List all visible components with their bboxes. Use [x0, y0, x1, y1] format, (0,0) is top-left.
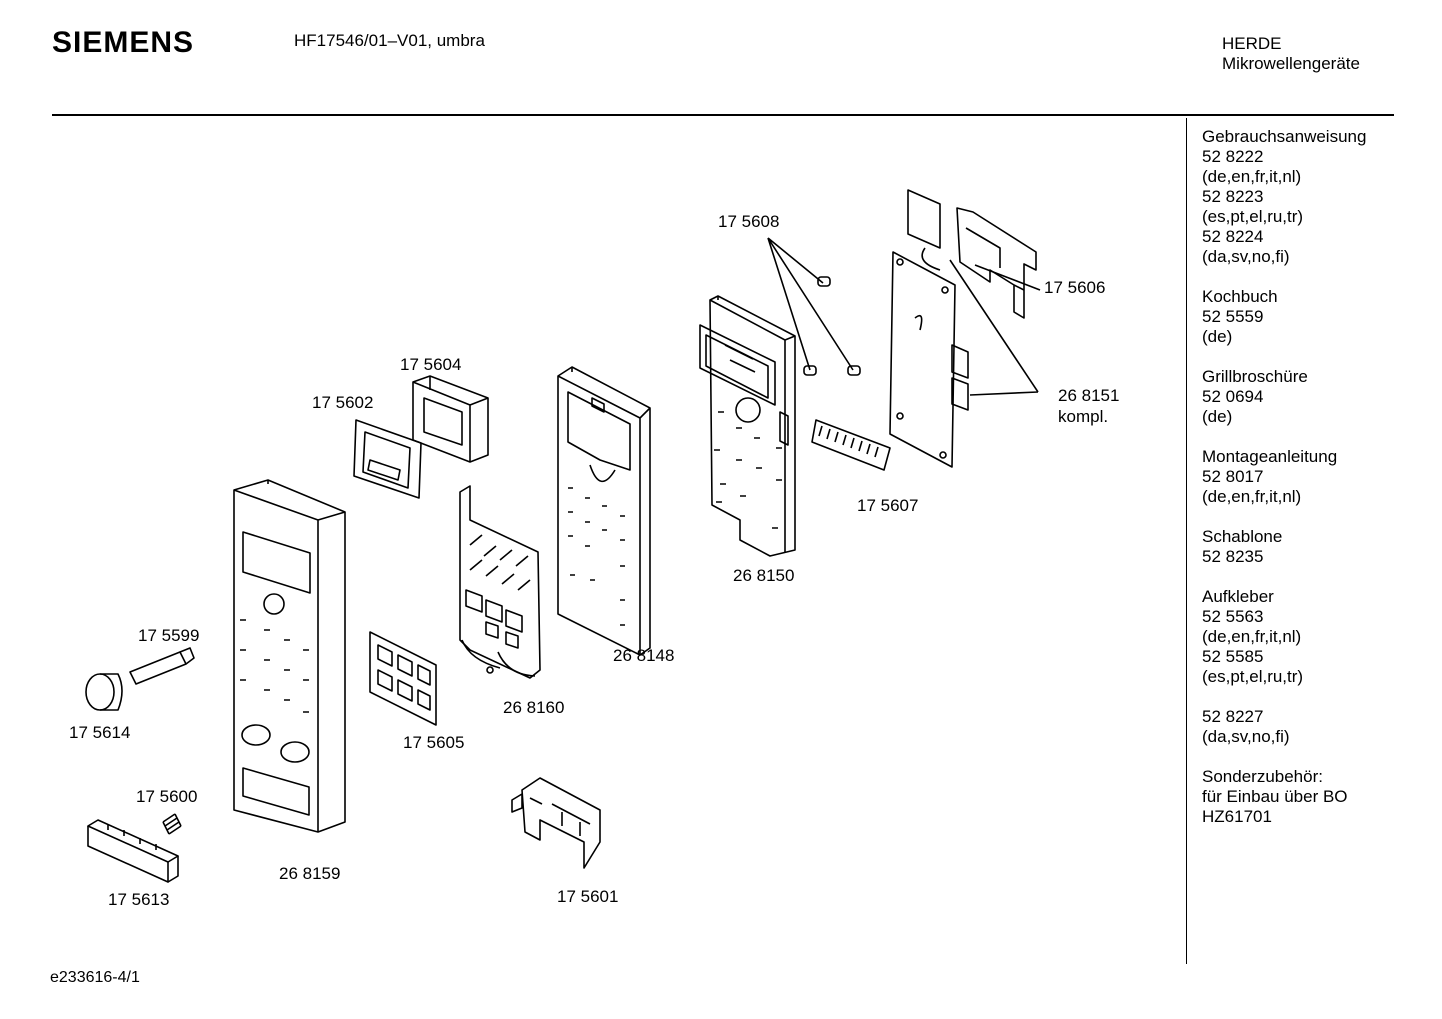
- part-latch: [511, 777, 601, 869]
- documentation-line: Schablone: [1202, 527, 1283, 546]
- part-label: 26 8150: [733, 566, 795, 585]
- drawing-code: e233616-4/1: [50, 969, 140, 986]
- category-line-2: Mikrowellengeräte: [1222, 54, 1360, 73]
- part-knob: [85, 673, 123, 711]
- part-spring: [162, 813, 182, 835]
- documentation-line: (da,sv,no,fi): [1202, 247, 1290, 266]
- part-front-panel: [233, 479, 346, 833]
- part-label: 17 5599: [138, 626, 200, 645]
- documentation-line: 52 8227: [1202, 707, 1264, 726]
- documentation-line: Grillbroschüre: [1202, 367, 1308, 386]
- part-control-housing: [557, 366, 651, 656]
- brand-logo: SIEMENS: [52, 26, 195, 59]
- part-keypad-mat: [459, 485, 541, 679]
- model-number: HF17546/01–V01, umbra: [294, 31, 485, 50]
- part-label: 17 5604: [400, 355, 462, 374]
- category-line-1: HERDE: [1222, 34, 1282, 53]
- documentation-line: 52 0694: [1202, 387, 1264, 406]
- part-display-frame: [412, 375, 489, 463]
- part-label: 17 5605: [403, 733, 465, 752]
- documentation-line: Aufkleber: [1202, 587, 1274, 606]
- documentation-line: (de,en,fr,it,nl): [1202, 487, 1302, 506]
- part-control-board: [889, 189, 1039, 468]
- documentation-line: (de): [1202, 327, 1233, 346]
- documentation-line: (de,en,fr,it,nl): [1202, 627, 1302, 646]
- documentation-line: 52 8222: [1202, 147, 1264, 166]
- part-label: 17 5602: [312, 393, 374, 412]
- documentation-line: 52 8017: [1202, 467, 1264, 486]
- part-label: 17 5606: [1044, 278, 1106, 297]
- documentation-line: 52 8235: [1202, 547, 1264, 566]
- documentation-line: (es,pt,el,ru,tr): [1202, 207, 1304, 226]
- part-label: 17 5607: [857, 496, 919, 515]
- part-label: kompl.: [1058, 407, 1109, 426]
- part-label: 17 5613: [108, 890, 170, 909]
- documentation-line: HZ61701: [1202, 807, 1272, 826]
- part-label: 17 5608: [718, 212, 780, 231]
- documentation-line: (de): [1202, 407, 1233, 426]
- part-label: 17 5601: [557, 887, 619, 906]
- part-display-window: [353, 419, 422, 499]
- documentation-group: 52 8227(da,sv,no,fi): [1202, 707, 1366, 747]
- part-ribbon-cable: [811, 419, 891, 471]
- part-label: 26 8160: [503, 698, 565, 717]
- header-rule: [52, 114, 1394, 116]
- part-door-button: [87, 819, 179, 883]
- documentation-line: 52 5559: [1202, 307, 1264, 326]
- documentation-line: 52 5563: [1202, 607, 1264, 626]
- part-membrane: [369, 631, 437, 726]
- documentation-line: für Einbau über BO: [1202, 787, 1348, 806]
- documentation-line: (de,en,fr,it,nl): [1202, 167, 1302, 186]
- part-label: 26 8151: [1058, 386, 1120, 405]
- documentation-line: 52 8224: [1202, 227, 1264, 246]
- part-bracket: [956, 207, 1041, 319]
- documentation-line: Sonderzubehör:: [1202, 767, 1323, 786]
- documentation-line: Gebrauchsanweisung: [1202, 127, 1367, 146]
- documentation-line: (da,sv,no,fi): [1202, 727, 1290, 746]
- part-label: 26 8148: [613, 646, 675, 665]
- part-label: 17 5614: [69, 723, 131, 742]
- documentation-line: 52 8223: [1202, 187, 1264, 206]
- part-pins: [767, 237, 861, 376]
- part-display-pcb: [699, 295, 796, 557]
- category-label: HERDE Mikrowellengeräte: [1222, 34, 1360, 74]
- documentation-line: 52 5585: [1202, 647, 1264, 666]
- part-label: 17 5600: [136, 787, 198, 806]
- part-label: 26 8159: [279, 864, 341, 883]
- documentation-line: Kochbuch: [1202, 287, 1278, 306]
- part-shaft: [129, 647, 195, 685]
- documentation-line: (es,pt,el,ru,tr): [1202, 667, 1304, 686]
- sidebar-divider: [1186, 118, 1187, 964]
- documentation-line: Montageanleitung: [1202, 447, 1338, 466]
